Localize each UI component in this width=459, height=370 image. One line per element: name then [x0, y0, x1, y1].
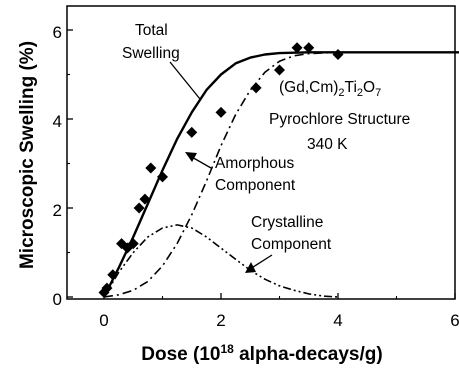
data-point-12: [250, 82, 262, 94]
amorphous-label-1: Amorphous: [215, 155, 295, 172]
amorphous-label-2: Component: [215, 177, 296, 194]
data-point-5: [127, 238, 139, 250]
plot-frame: [66, 5, 456, 300]
crystalline-arrowhead: [245, 262, 256, 273]
data-point-14: [291, 42, 303, 54]
data-point-9: [157, 171, 168, 183]
data-point-6: [133, 202, 145, 214]
x-tick-label-0: 0: [99, 311, 108, 330]
data-point-16: [332, 48, 344, 60]
y-tick-label-6: 6: [53, 23, 62, 42]
crystalline-pointer: [249, 254, 273, 270]
total-swelling-pointer: [169, 61, 201, 100]
y-axis-title: Microscopic Swelling (%): [17, 41, 38, 269]
data-point-13: [274, 64, 285, 76]
curve-dashdotdot-3: [103, 224, 339, 298]
data-point-10: [186, 126, 198, 138]
y-tick-label-2: 2: [53, 201, 62, 220]
x-tick-label-2: 2: [216, 311, 225, 330]
data-point-1: [101, 282, 113, 294]
total-swelling-label-2: Swelling: [122, 45, 180, 62]
amorphous-arrowhead: [185, 152, 197, 162]
data-point-15: [303, 42, 315, 54]
crystalline-label-1: Crystalline: [251, 214, 323, 231]
y-tick-label-4: 4: [53, 112, 62, 131]
data-point-11: [215, 106, 227, 118]
data-series: [98, 42, 459, 299]
x-tick-label-4: 4: [333, 311, 342, 330]
x-axis-title: Dose (1018 alpha-decays/g): [141, 342, 382, 365]
structure-label: Pyrochlore Structure: [269, 111, 410, 128]
y-tick-label-0: 0: [53, 290, 62, 309]
temperature-label: 340 K: [307, 136, 348, 153]
formula-label: (Gd,Cm)2Ti2O7: [279, 79, 381, 99]
data-point-2: [107, 269, 119, 281]
x-tick-label-6: 6: [450, 311, 459, 330]
curve-solid-1: [102, 51, 459, 298]
total-swelling-label-1: Total: [135, 22, 168, 39]
data-point-8: [145, 162, 157, 174]
data-point-7: [139, 193, 151, 205]
crystalline-label-2: Component: [251, 236, 332, 253]
